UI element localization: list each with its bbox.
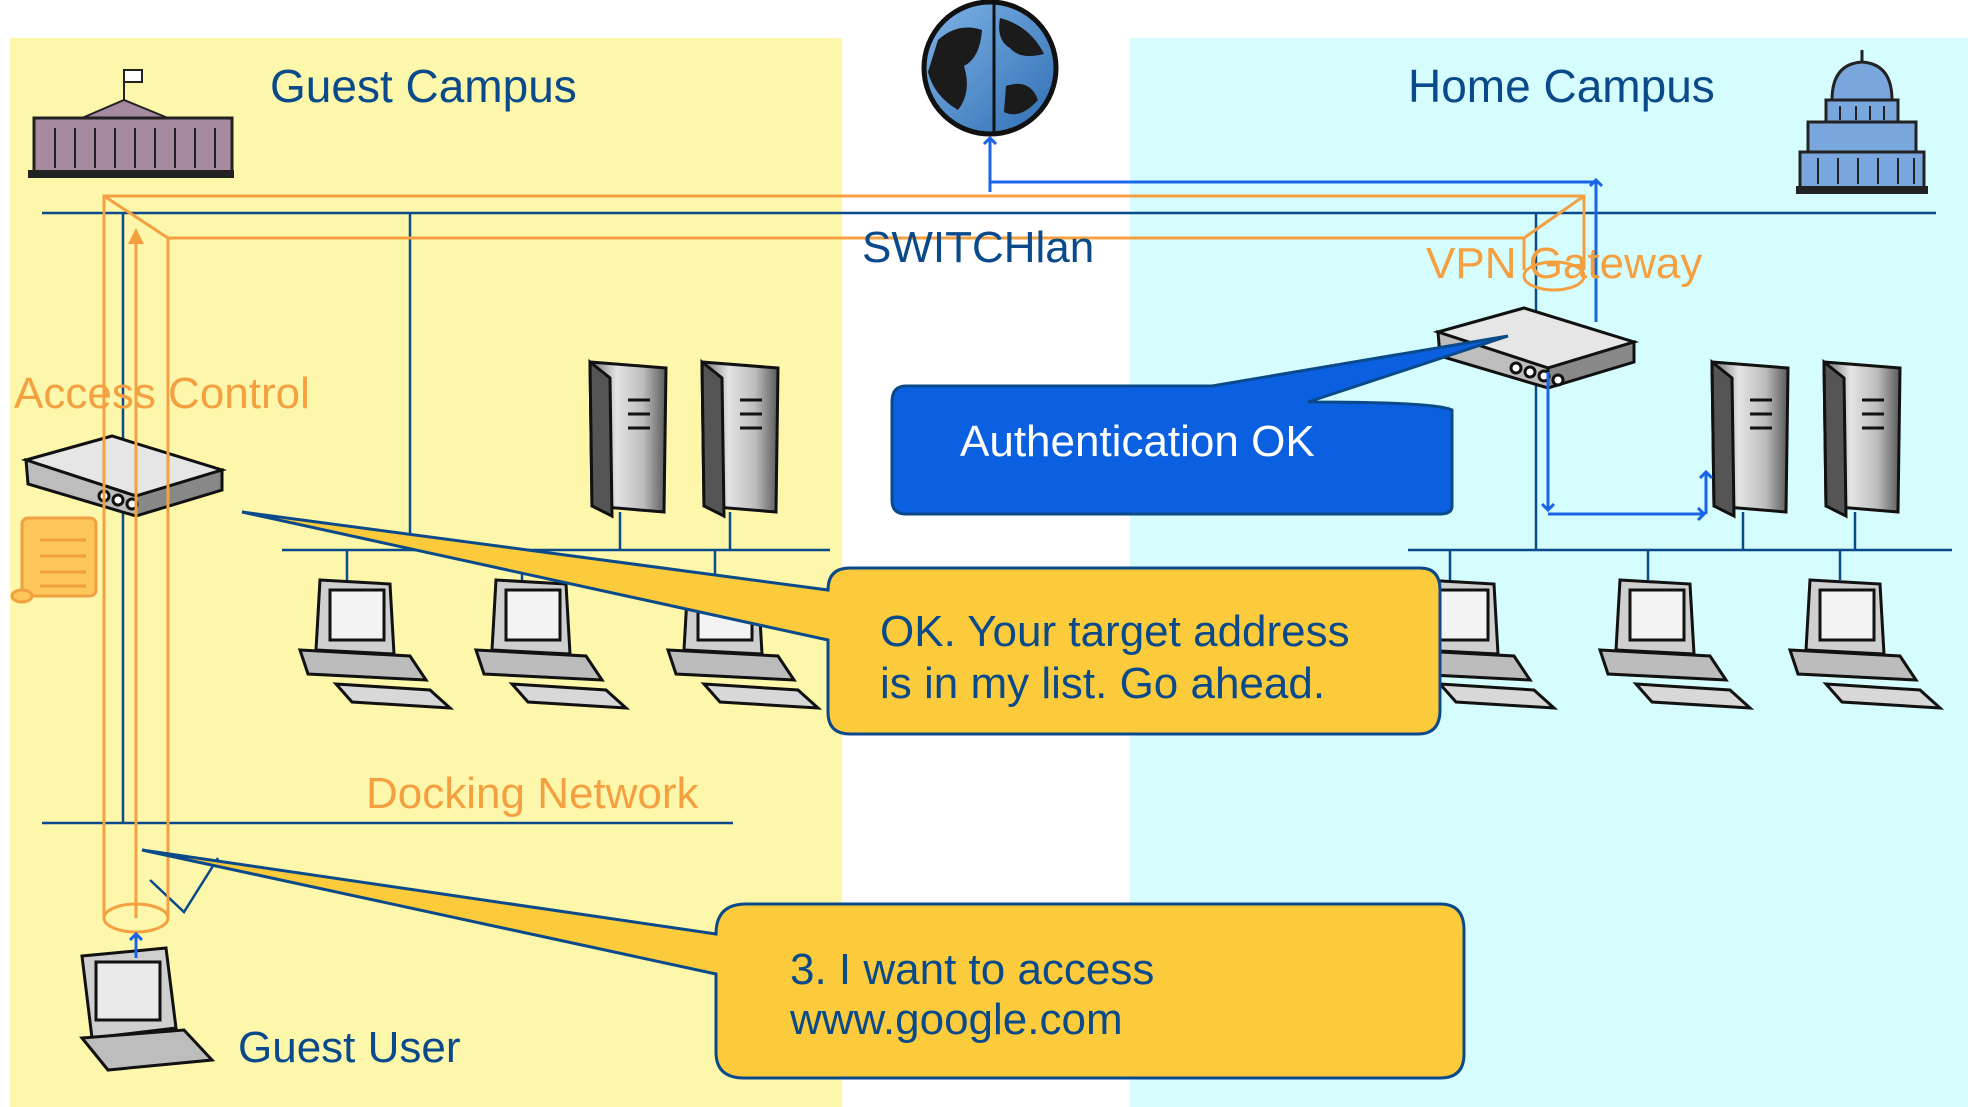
- guest-user-label: Guest User: [238, 1023, 461, 1072]
- access-control-router-icon: [20, 434, 228, 519]
- access-request-callout: [141, 848, 1466, 1080]
- guest-campus-building-icon: [28, 69, 234, 178]
- guest-user-laptop-icon: [79, 946, 216, 1072]
- home-campus-capitol-icon: [1796, 50, 1928, 194]
- authentication-callout: [890, 334, 1509, 516]
- guest-server-icon: [588, 358, 668, 519]
- access-granted-callout-line1: OK. Your target address: [880, 607, 1350, 656]
- traffic-arrows: [136, 0, 1968, 958]
- guest-server-icon: [700, 358, 780, 519]
- switchlan-label: SWITCHlan: [862, 223, 1094, 272]
- docking-network-label: Docking Network: [366, 769, 700, 818]
- guest-workstation-icon: [473, 578, 631, 710]
- access-request-callout-line1: 3. I want to access: [790, 945, 1154, 994]
- home-server-icon: [1822, 358, 1902, 519]
- access-list-scroll-icon: [10, 516, 98, 604]
- guest-campus-label: Guest Campus: [270, 60, 577, 112]
- home-workstation-icon: [1787, 578, 1945, 710]
- access-granted-callout: [241, 510, 1442, 736]
- vpn-gateway-label: VPN Gateway: [1426, 239, 1702, 288]
- network-lines: [42, 211, 1952, 914]
- access-request-callout-line2: www.google.com: [789, 995, 1123, 1044]
- authentication-callout-text: Authentication OK: [960, 417, 1315, 466]
- access-control-label: Access Control: [14, 369, 310, 418]
- home-workstation-icon: [1597, 578, 1755, 710]
- home-server-icon: [1710, 358, 1790, 519]
- internet-globe-icon: [921, 0, 1059, 137]
- home-campus-label: Home Campus: [1408, 60, 1715, 112]
- guest-workstation-icon: [297, 578, 455, 710]
- access-granted-callout-line2: is in my list. Go ahead.: [880, 659, 1325, 708]
